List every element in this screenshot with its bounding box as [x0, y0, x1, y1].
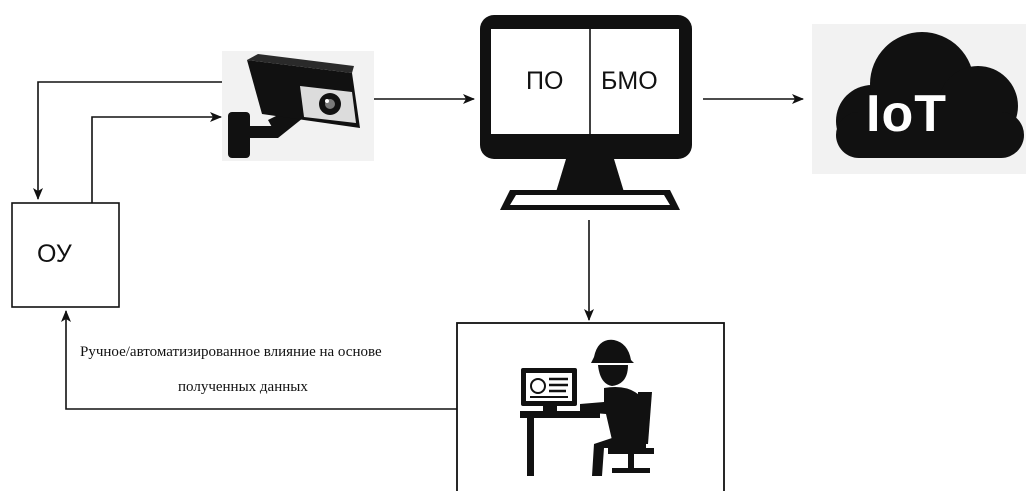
arrow-operator-to-object [61, 310, 457, 410]
arrow-object-to-camera [91, 112, 222, 203]
feedback-caption-line2: полученных данных [178, 379, 308, 395]
object-box [11, 202, 120, 308]
bmo-label: БМО [601, 67, 658, 95]
object-label: ОУ [37, 240, 72, 268]
iot-cloud-icon [812, 24, 1026, 174]
feedback-caption-line1: Ручное/автоматизированное влияние на осн… [80, 344, 382, 360]
software-label: ПО [526, 67, 564, 95]
iot-label: IoT [866, 85, 947, 143]
camera-icon [222, 51, 374, 161]
arrow-camera-to-object [33, 81, 224, 200]
computer-monitor-icon [480, 15, 692, 210]
operator-workstation-icon [520, 339, 654, 476]
